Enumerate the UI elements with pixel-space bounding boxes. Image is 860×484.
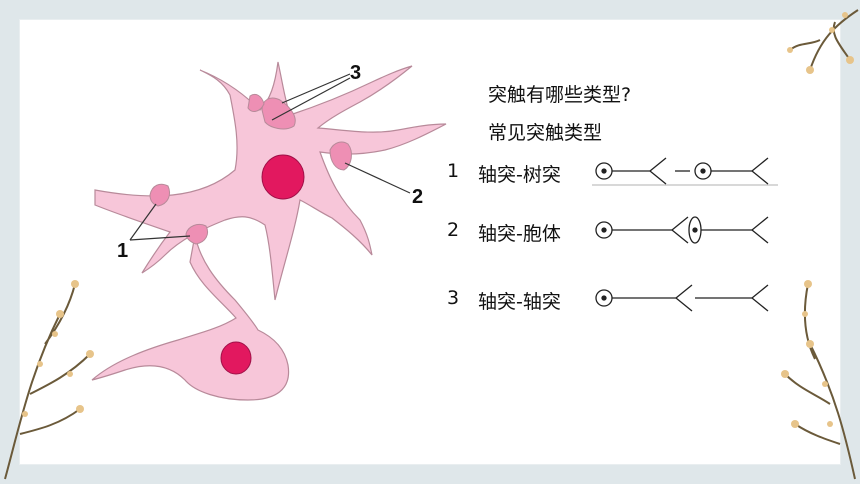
leader-line-2	[344, 162, 411, 194]
type-name-2: 轴突-胞体	[478, 223, 561, 245]
section-subtitle: 常见突触类型	[488, 122, 603, 144]
lower-nucleus	[220, 341, 252, 375]
type-num-1: 1	[447, 160, 460, 182]
blossom-branch-bottom-left	[4, 280, 94, 480]
terminal-axon-axon	[261, 97, 296, 130]
leader-line-1a	[129, 203, 157, 241]
blossom-branch-top-right	[787, 9, 859, 74]
question-heading: 突触有哪些类型?	[488, 84, 632, 106]
terminal-axon-dendrite-1	[149, 183, 171, 207]
terminal-axon-dendrite-2	[185, 223, 209, 245]
type-name-3: 轴突-轴突	[478, 291, 561, 313]
leader-line-3b	[271, 77, 351, 121]
type-name-1: 轴突-树突	[478, 164, 561, 186]
terminal-axon-axon-stem	[247, 93, 265, 112]
diagram-label-2: 2	[412, 186, 424, 208]
slide-frame	[20, 20, 840, 464]
blossom-branch-bottom-right	[781, 280, 856, 480]
terminal-axon-soma	[329, 141, 352, 171]
leader-line-1b	[129, 235, 191, 241]
leader-line-3a	[281, 73, 351, 104]
type-num-2: 2	[447, 219, 460, 241]
upper-nucleus	[261, 154, 305, 200]
diagram-label-3: 3	[350, 62, 362, 84]
type-num-3: 3	[447, 287, 460, 309]
diagram-label-1: 1	[117, 240, 129, 262]
